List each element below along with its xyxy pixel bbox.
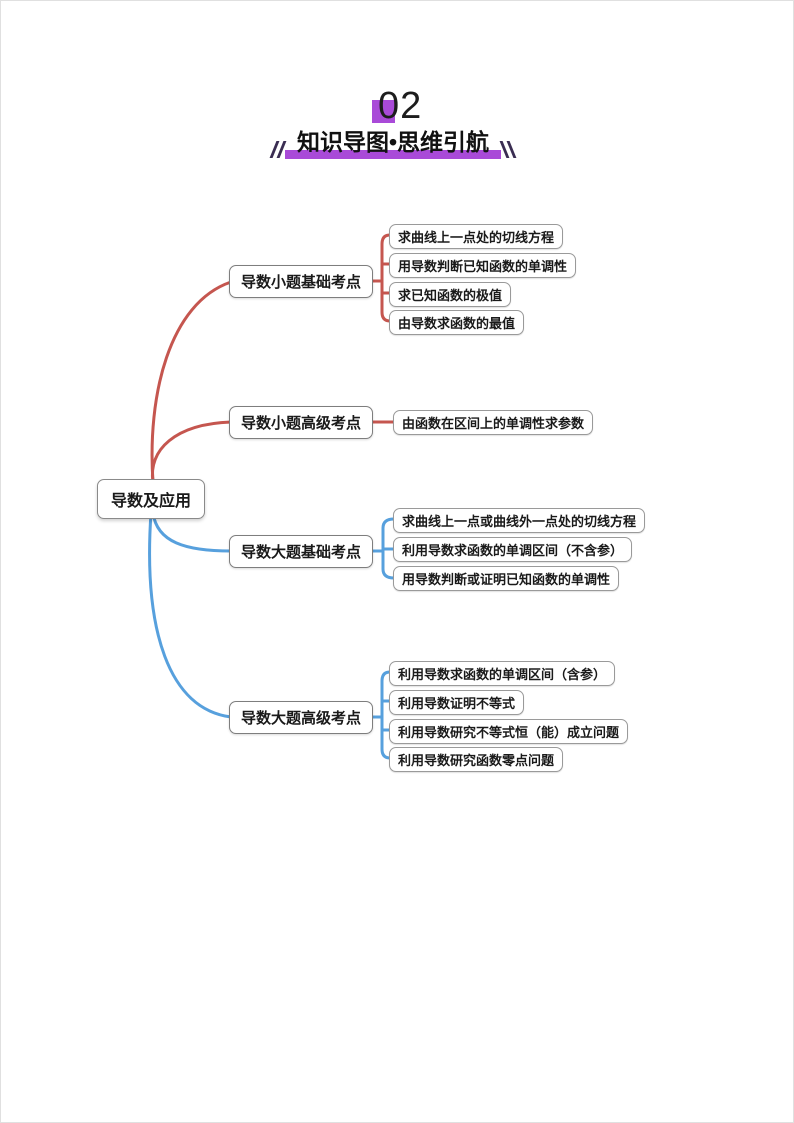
branch-node-1: 导数小题基础考点 bbox=[229, 265, 374, 298]
leaf-node: 求曲线上一点或曲线外一点处的切线方程 bbox=[393, 508, 646, 533]
trunk-branch4 bbox=[380, 670, 392, 760]
leaf-node: 用导数判断已知函数的单调性 bbox=[389, 253, 577, 278]
branch-node-3: 导数大题基础考点 bbox=[229, 535, 374, 568]
leaf-node: 用导数判断或证明已知函数的单调性 bbox=[393, 566, 620, 591]
branch-node-4: 导数大题高级考点 bbox=[229, 701, 374, 734]
leaf-node: 由导数求函数的最值 bbox=[389, 310, 525, 335]
branch-node-2: 导数小题高级考点 bbox=[229, 406, 374, 439]
title-highlight-bar bbox=[285, 150, 501, 159]
header-accent-square bbox=[372, 100, 395, 123]
curve-root-to-branch4 bbox=[148, 511, 233, 719]
leaf-node: 求曲线上一点处的切线方程 bbox=[389, 224, 564, 249]
curve-root-to-branch1 bbox=[150, 280, 233, 484]
section-title-block: 知识导图•思维引航 bbox=[285, 129, 501, 159]
leaf-node: 利用导数研究不等式恒（能）成立问题 bbox=[389, 719, 629, 744]
leaf-node: 利用导数研究函数零点问题 bbox=[389, 747, 564, 772]
mindmap-root-node: 导数及应用 bbox=[97, 479, 206, 519]
section-title: 知识导图•思维引航 bbox=[296, 129, 490, 155]
leaf-node: 由函数在区间上的单调性求参数 bbox=[393, 410, 594, 435]
section-number: 02 bbox=[378, 85, 423, 127]
leaf-node: 利用导数求函数的单调区间（不含参） bbox=[393, 537, 633, 562]
curve-root-to-branch2 bbox=[150, 420, 233, 484]
leaf-node: 利用导数求函数的单调区间（含参） bbox=[389, 661, 616, 686]
leaf-node: 求已知函数的极值 bbox=[389, 282, 512, 307]
leaf-node: 利用导数证明不等式 bbox=[389, 690, 525, 715]
trunk-branch1 bbox=[380, 233, 392, 323]
